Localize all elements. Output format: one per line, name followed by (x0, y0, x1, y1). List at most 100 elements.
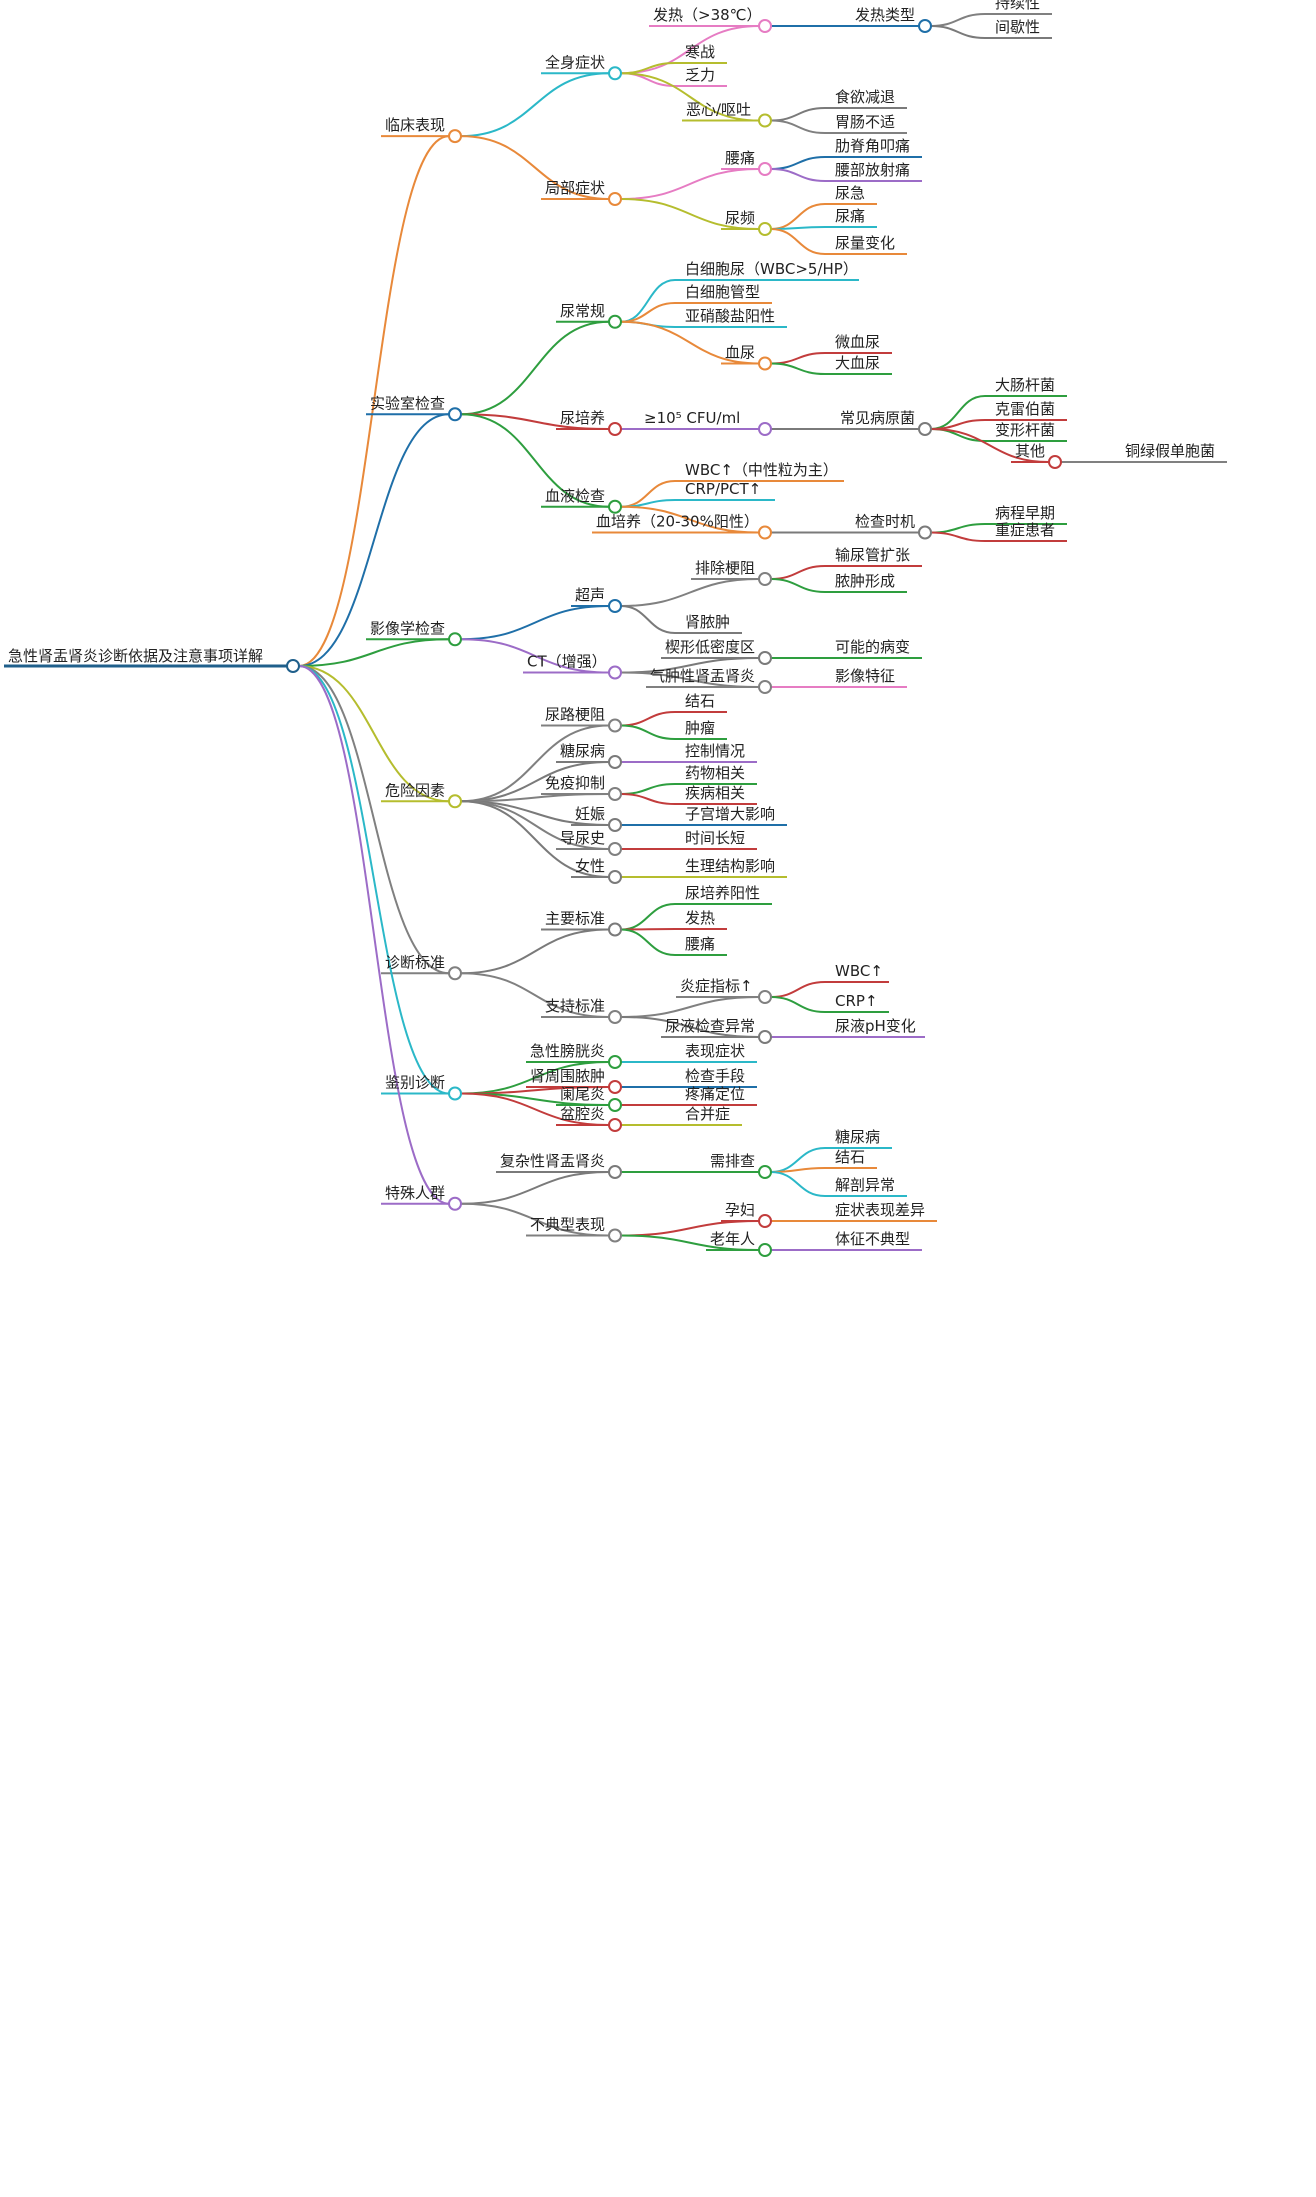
connector-line (620, 996, 760, 1018)
collapse-toggle-icon[interactable] (608, 1010, 622, 1024)
branch-topic: 鉴别诊断 (385, 1074, 445, 1092)
collapse-toggle-icon[interactable] (608, 787, 622, 801)
connector-line (770, 565, 826, 580)
collapse-toggle-icon[interactable] (448, 632, 462, 647)
collapse-toggle-icon[interactable] (608, 66, 622, 81)
connector-line (460, 1202, 610, 1237)
collapse-toggle-icon[interactable] (608, 1055, 622, 1069)
branch-topic: 特殊人群 (385, 1184, 445, 1202)
leaf-topic: 重症患者 (995, 521, 1055, 539)
leaf-topic: 脓肿形成 (835, 572, 895, 590)
collapse-toggle-icon[interactable] (608, 1228, 622, 1243)
connector-line (930, 428, 1050, 463)
collapse-toggle-icon[interactable] (608, 192, 622, 206)
collapse-toggle-icon[interactable] (758, 680, 772, 694)
branch-topic: 血液检查 (545, 487, 605, 505)
collapse-toggle-icon[interactable] (918, 525, 932, 540)
collapse-toggle-icon[interactable] (758, 19, 772, 33)
collapse-toggle-icon[interactable] (608, 1098, 622, 1112)
leaf-topic: 表现症状 (685, 1042, 745, 1060)
collapse-toggle-icon[interactable] (758, 572, 772, 586)
collapse-toggle-icon[interactable] (758, 1214, 772, 1228)
collapse-toggle-icon[interactable] (758, 651, 772, 665)
leaf-topic: 铜绿假单胞菌 (1125, 442, 1215, 460)
leaf-topic: 子宫增大影响 (685, 805, 775, 823)
connector-line (770, 107, 826, 122)
connector-line (460, 800, 610, 878)
leaf-topic: 发热 (685, 909, 715, 927)
branch-topic: 老年人 (710, 1230, 755, 1248)
connector-line (930, 523, 986, 534)
leaf-topic: 变形杆菌 (995, 421, 1055, 439)
connector-line (620, 279, 676, 323)
leaf-topic: 肋脊角叩痛 (835, 137, 910, 155)
leaf-topic: 影像特征 (835, 667, 895, 685)
leaf-topic: 白细胞尿（WBC>5/HP） (685, 260, 858, 278)
collapse-toggle-icon[interactable] (608, 818, 622, 832)
collapse-toggle-icon[interactable] (1048, 455, 1062, 469)
collapse-toggle-icon[interactable] (758, 1165, 772, 1179)
collapse-toggle-icon[interactable] (448, 794, 462, 809)
collapse-toggle-icon[interactable] (608, 755, 622, 769)
branch-topic: 尿常规 (560, 302, 605, 320)
connector-line (620, 72, 760, 122)
connector-line (770, 362, 826, 375)
connector-line (770, 352, 826, 365)
connector-line (620, 928, 676, 956)
leaf-topic: 胃肠不适 (835, 113, 895, 131)
collapse-toggle-icon[interactable] (448, 407, 462, 422)
branch-topic: 全身症状 (545, 53, 605, 71)
branch-topic: 尿培养 (560, 409, 605, 427)
leaf-topic: 疼痛定位 (685, 1085, 745, 1103)
collapse-toggle-icon[interactable] (758, 113, 772, 128)
leaf-topic: 肾脓肿 (685, 613, 730, 631)
branch-topic: 盆腔炎 (560, 1105, 605, 1123)
collapse-toggle-icon[interactable] (608, 1165, 622, 1179)
collapse-toggle-icon[interactable] (608, 842, 622, 856)
collapse-toggle-icon[interactable] (608, 665, 622, 680)
branch-topic: 其他 (1015, 442, 1045, 460)
branch-topic: 炎症指标↑ (680, 977, 753, 995)
branch-topic: 糖尿病 (560, 742, 605, 760)
collapse-toggle-icon[interactable] (608, 1118, 622, 1132)
collapse-toggle-icon[interactable] (758, 422, 772, 436)
branch-topic: 不典型表现 (530, 1216, 605, 1234)
collapse-toggle-icon[interactable] (608, 1080, 622, 1094)
collapse-toggle-icon[interactable] (758, 1030, 772, 1044)
collapse-toggle-icon[interactable] (448, 966, 462, 981)
branch-topic: 孕妇 (725, 1201, 755, 1219)
connector-line (298, 135, 450, 667)
leaf-topic: CRP/PCT↑ (685, 480, 761, 498)
leaf-topic: 食欲减退 (835, 88, 895, 106)
collapse-toggle-icon[interactable] (448, 1086, 462, 1101)
collapse-toggle-icon[interactable] (758, 162, 772, 176)
collapse-toggle-icon[interactable] (448, 1196, 462, 1211)
collapse-toggle-icon[interactable] (758, 990, 772, 1004)
collapse-toggle-icon[interactable] (918, 422, 932, 436)
leaf-topic: 症状表现差异 (835, 1201, 925, 1219)
leaf-topic: 尿痛 (835, 207, 865, 225)
collapse-toggle-icon[interactable] (286, 659, 300, 673)
collapse-toggle-icon[interactable] (448, 129, 462, 144)
leaf-topic: 尿培养阳性 (685, 884, 760, 902)
collapse-toggle-icon[interactable] (758, 356, 772, 371)
collapse-toggle-icon[interactable] (608, 922, 622, 937)
leaf-topic: 腰部放射痛 (835, 161, 910, 179)
connector-line (620, 783, 676, 795)
collapse-toggle-icon[interactable] (758, 525, 772, 540)
collapse-toggle-icon[interactable] (608, 499, 622, 514)
leaf-topic: CRP↑ (835, 992, 878, 1010)
leaf-topic: 糖尿病 (835, 1128, 880, 1146)
collapse-toggle-icon[interactable] (758, 1243, 772, 1257)
collapse-toggle-icon[interactable] (608, 718, 622, 733)
connector-line (620, 505, 760, 534)
collapse-toggle-icon[interactable] (608, 314, 622, 329)
connector-line (930, 531, 986, 542)
collapse-toggle-icon[interactable] (918, 19, 932, 33)
collapse-toggle-icon[interactable] (608, 870, 622, 884)
collapse-toggle-icon[interactable] (608, 599, 622, 613)
connector-line (620, 793, 676, 805)
collapse-toggle-icon[interactable] (758, 222, 772, 236)
collapse-toggle-icon[interactable] (608, 422, 622, 436)
